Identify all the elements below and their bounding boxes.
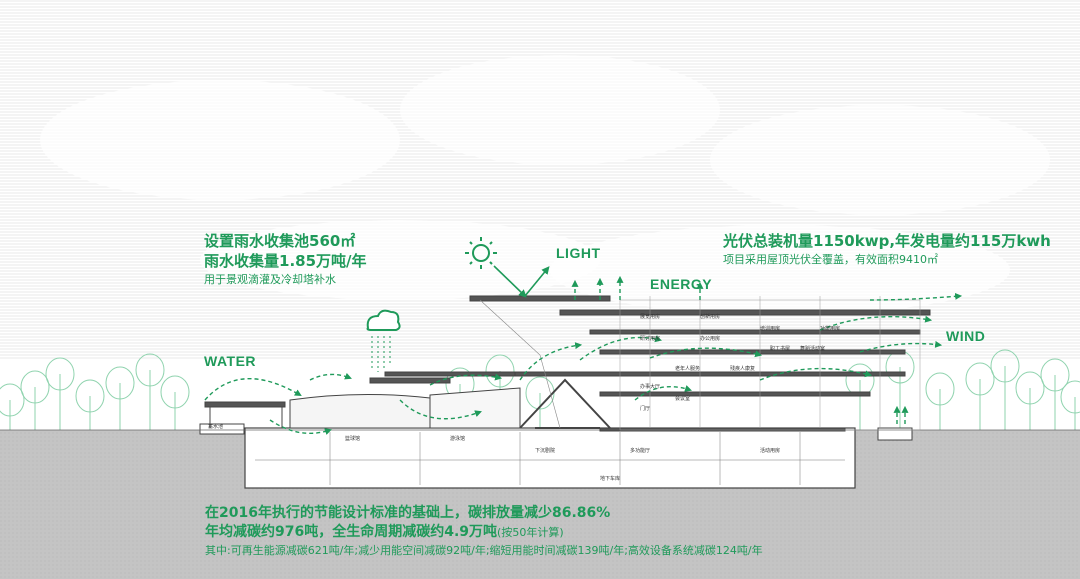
main-building [469,295,931,432]
rain-text-line1: 设置雨水收集池560㎡ [204,232,356,250]
room-label: 办事大厅 [640,383,660,390]
tree-canopy [20,370,50,404]
bottom-text-line1: 在2016年执行的节能设计标准的基础上，碳排放量减少86.86% [205,505,611,521]
room-label: 活动用房 [760,447,780,454]
tree-canopy [135,353,165,387]
trees [0,349,1080,430]
ground [0,423,1080,579]
sunlight-arrow [493,265,527,298]
room-label: 会议室 [675,395,690,402]
bottom-text-line2: 年均减碳约976吨，全生命周期减碳约4.9万吨 [205,524,498,540]
room-label: 舞蹈活动室 [800,345,825,352]
tree-canopy [1060,380,1080,414]
tree-canopy [75,379,105,413]
label-wind: WIND [946,328,986,344]
label-energy: ENERGY [650,276,713,292]
room-label: 蓄水池 [208,423,223,430]
tree-canopy [485,354,515,388]
sky-clouds [0,0,1080,360]
bottom-text-line2-wrap: 年均减碳约976吨，全生命周期减碳约4.9万吨(按50年计算) [205,522,564,543]
room-label: 篮球馆 [345,435,360,442]
bottom-text-line2-note: (按50年计算) [497,526,564,539]
tree-canopy [1040,358,1070,392]
rain-text-line2: 雨水收集量1.85万吨/年 [204,252,367,270]
tree-canopy [925,372,955,406]
tree-canopy [160,375,190,409]
room-label: 残疾人康复 [730,365,755,372]
room-label: 多功能厅 [630,447,650,454]
tree-canopy [0,383,25,417]
room-label: 创新用房 [700,313,720,320]
tree-canopy [105,366,135,400]
sun-icon [465,237,497,269]
flow-arrows [204,275,963,435]
tree-canopy [45,357,75,391]
room-label: 地下车库 [600,475,620,482]
pv-text-line1: 光伏总装机量1150kwp,年发电量约115万kwh [723,232,1051,250]
room-label: 研讨用房 [640,335,660,342]
room-label: 功能用房 [820,325,840,332]
label-light: LIGHT [556,245,601,261]
tree-canopy [1015,371,1045,405]
room-label: 下沉剧院 [535,447,555,454]
label-water: WATER [204,353,257,369]
room-label: 职工书屋 [770,345,790,352]
left-building [204,371,521,429]
basement [255,432,845,485]
bottom-text-line3: 其中:可再生能源减碳621吨/年;减少用能空间减碳92吨/年;缩短用能时间减碳1… [205,544,763,557]
rain-drops [371,336,391,372]
tree-canopy [990,349,1020,383]
tree-canopy [965,362,995,396]
rain-text-line3: 用于景观滴灌及冷却塔补水 [204,273,336,286]
pv-text-line2: 项目采用屋顶光伏全覆盖，有效面积9410㎡ [723,253,938,266]
room-label: 培训用房 [760,325,780,332]
room-label: 老年人服务 [675,365,700,372]
room-label: 办公用房 [700,335,720,342]
rain-cloud-icon [366,309,401,331]
room-label: 展览用房 [640,313,660,320]
sunlight-reflect-arrow [524,266,550,297]
room-label: 门厅 [640,405,650,412]
room-label: 游泳馆 [450,435,465,442]
